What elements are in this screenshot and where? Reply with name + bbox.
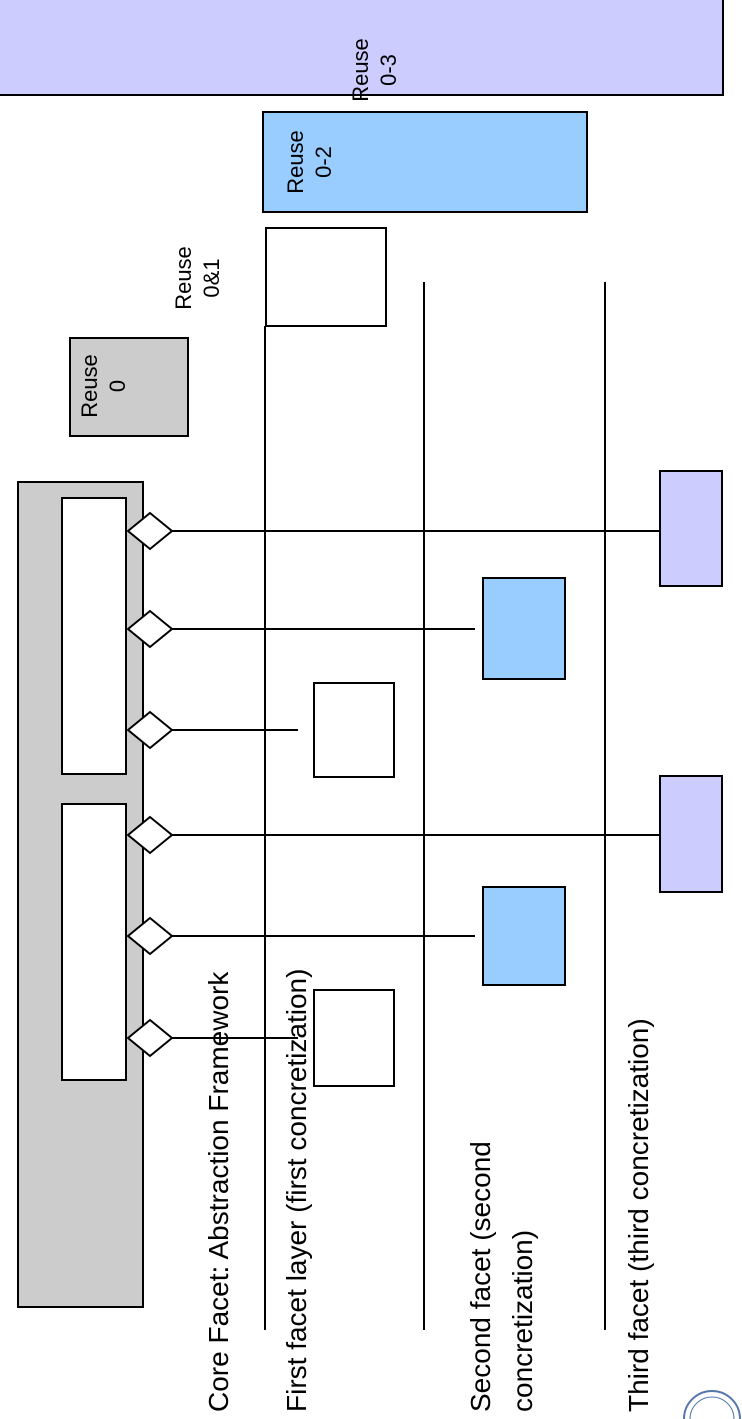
diamond-2: [126, 609, 174, 649]
first-box-upper: [313, 682, 395, 778]
first-facet-label: First facet layer (first concretization): [281, 969, 312, 1412]
first-box-lower: [313, 989, 395, 1087]
second-box-lower: [482, 886, 566, 986]
diamond-1: [126, 511, 174, 551]
reuse-0-3-box: Reuse 0-3: [0, 0, 724, 102]
reuse-0and1-rect: [265, 227, 387, 327]
core-facet-label: Core Facet: Abstraction Framework: [203, 971, 234, 1412]
core-block-lower: [61, 803, 127, 1081]
reuse-0and1-box: Reuse 0&1: [171, 227, 387, 327]
reuse-0-label: Reuse 0: [77, 354, 130, 418]
reuse-0-3-line2: 0-3: [376, 54, 401, 86]
reuse-0and1-line1: Reuse: [171, 246, 196, 310]
reuse-0-2-rect: [262, 111, 588, 213]
second-facet-label-line2: concretization): [507, 1230, 538, 1412]
reuse-0-2-line1: Reuse: [283, 130, 308, 194]
reuse-0and1-label: Reuse 0&1: [171, 246, 224, 310]
reuse-0-box: Reuse 0: [69, 337, 189, 437]
second-box-upper: [482, 577, 566, 680]
reuse-0-rect: [69, 337, 189, 437]
logo-icon: [683, 1390, 741, 1419]
second-facet-label-line1: Second facet (second: [465, 1141, 496, 1412]
reuse-0-2-line2: 0-2: [311, 146, 336, 178]
reuse-0-3-label: Reuse 0-3: [348, 38, 401, 102]
diamond-3: [126, 710, 174, 750]
reuse-0and1-line2: 0&1: [199, 258, 224, 297]
reuse-0-line2: 0: [105, 380, 130, 392]
reuse-0-2-label: Reuse 0-2: [283, 130, 336, 194]
reuse-0-3-rect: [0, 0, 724, 96]
reuse-0-line1: Reuse: [77, 354, 102, 418]
diamond-4: [126, 815, 174, 855]
core-block-upper: [61, 497, 127, 775]
diamond-5: [126, 916, 174, 956]
third-facet-label: Third facet (third concretization): [623, 1018, 654, 1412]
reuse-0-3-line1: Reuse: [348, 38, 373, 102]
third-box-upper: [659, 470, 723, 587]
third-box-lower: [659, 775, 723, 893]
reuse-0-2-box: Reuse 0-2: [262, 111, 588, 213]
diamond-6: [126, 1018, 174, 1058]
